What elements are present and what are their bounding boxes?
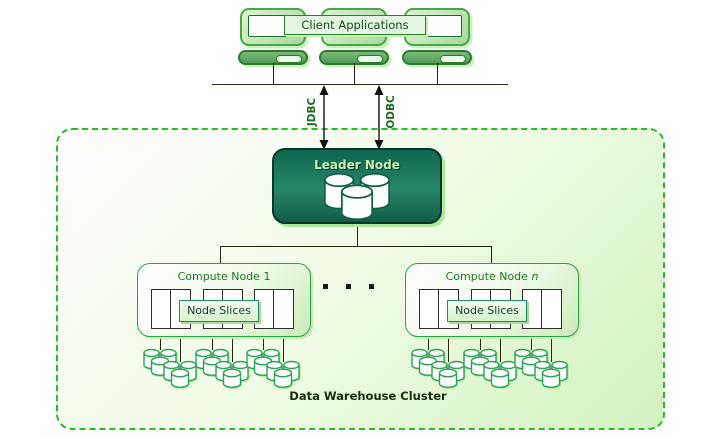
slice-disk-line: [232, 328, 233, 362]
cluster-label: Data Warehouse Cluster: [289, 389, 447, 403]
compute-node-1: Compute Node 1 Node Slices: [137, 263, 311, 337]
slice-disk-line: [263, 328, 264, 350]
leader-node: Leader Node: [272, 148, 442, 224]
disk-group-icon: [431, 360, 465, 388]
slice-disk-line: [448, 328, 449, 362]
monitor-connector-line: [354, 63, 355, 84]
disk-group-icon: [266, 360, 300, 388]
disk-group-icon: [534, 360, 568, 388]
tree-branch-line: [220, 246, 491, 247]
slice-disk-line: [551, 328, 552, 362]
odbc-arrow-icon: [373, 85, 385, 150]
ellipsis-dot: [323, 284, 328, 289]
ellipsis-dot: [369, 284, 374, 289]
leader-node-label: Leader Node: [314, 158, 400, 172]
leader-downlink-line: [357, 224, 358, 246]
ellipsis-dot: [346, 284, 351, 289]
monitor-base-slot: [357, 55, 383, 63]
node-slice: [151, 289, 171, 329]
compute-node-title-text: Compute Node: [177, 270, 264, 283]
odbc-label: ODBC: [385, 95, 397, 129]
client-applications-label: Client Applications: [284, 15, 426, 35]
monitor-connector-line: [437, 63, 438, 84]
slice-disk-line: [212, 328, 213, 350]
compute-node-title-text: Compute Node: [445, 270, 532, 283]
slice-disk-line: [531, 328, 532, 350]
disk-group-icon: [163, 360, 197, 388]
slice-disk-line: [480, 328, 481, 350]
compute-node-n: Compute Node n Node Slices: [405, 263, 579, 337]
slice-pair: [254, 289, 294, 329]
compute-node-1-title: Compute Node 1: [138, 270, 310, 283]
jdbc-arrow-icon: [318, 85, 330, 150]
compute-node-n-title: Compute Node n: [406, 270, 578, 283]
leader-database-icon: [323, 172, 391, 221]
node-slice: [419, 289, 439, 329]
slice-disk-line: [180, 328, 181, 362]
compute-node-number: 1: [263, 270, 271, 283]
slice-disk-line: [160, 328, 161, 350]
slice-disk-line: [283, 328, 284, 362]
monitor-connector-line: [273, 63, 274, 84]
node-slices-label: Node Slices: [179, 300, 259, 322]
compute-node-1-uplink-line: [220, 246, 221, 263]
client-bus-line: [212, 84, 508, 85]
slice-disk-line: [428, 328, 429, 350]
slice-disk-line: [500, 328, 501, 362]
node-slices-label: Node Slices: [447, 300, 527, 322]
monitor-base-slot: [440, 55, 466, 63]
node-slice: [274, 289, 294, 329]
compute-node-n-uplink-line: [491, 246, 492, 263]
disk-group-icon: [215, 360, 249, 388]
slice-pair: [522, 289, 562, 329]
compute-node-number: n: [531, 270, 539, 283]
monitor-base-slot: [276, 55, 302, 63]
node-slice: [542, 289, 562, 329]
disk-group-icon: [483, 360, 517, 388]
